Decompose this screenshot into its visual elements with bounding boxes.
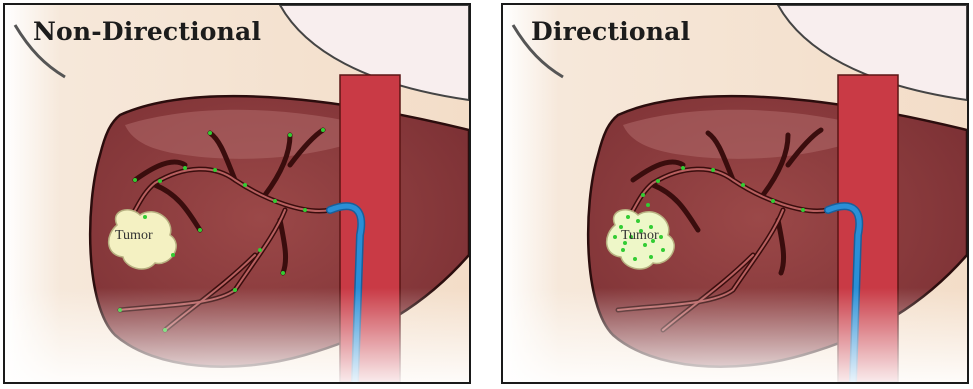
tumor-label: Tumor: [115, 228, 153, 244]
panel-directional: Directional Tumor: [501, 3, 969, 384]
panel-title: Non-Directional: [33, 17, 261, 46]
panel-non-directional: Non-Directional Tumor: [3, 3, 471, 384]
diagram-directional: [503, 5, 967, 382]
diagram-non-directional: [5, 5, 469, 382]
tumor-label: Tumor: [621, 228, 659, 244]
fade-overlay: [5, 5, 469, 382]
panel-title: Directional: [531, 17, 690, 46]
fade-overlay: [503, 5, 967, 382]
